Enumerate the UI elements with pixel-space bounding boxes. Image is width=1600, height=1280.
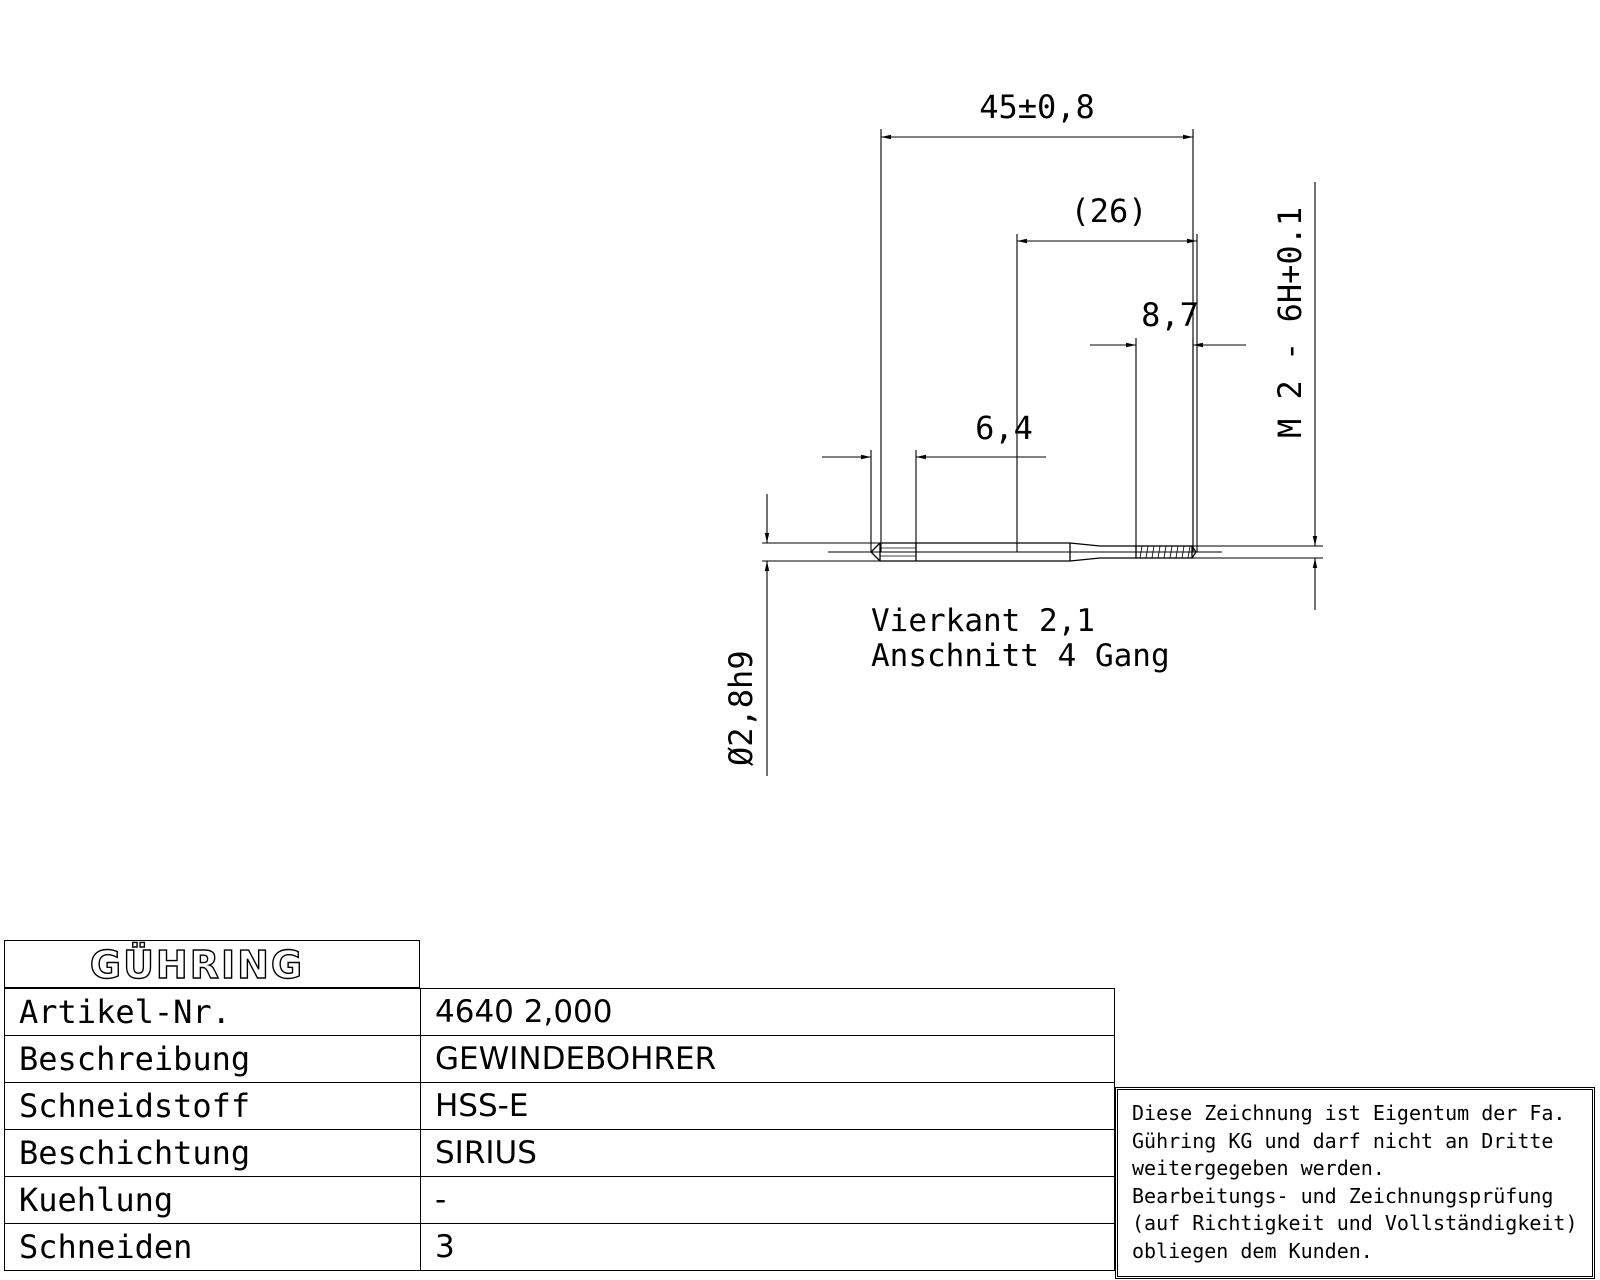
table-row: Schneiden 3 [4,1223,1115,1271]
article-number-value: 4640 2,000 [420,988,1115,1036]
cutting-material-value: HSS-E [420,1082,1115,1130]
guehring-logo: GÜHRING [89,942,304,987]
table-row: Beschichtung SIRIUS [4,1129,1115,1177]
copyright-notice: Diese Zeichnung ist Eigentum der Fa. Güh… [1115,1087,1595,1279]
table-row: Schneidstoff HSS-E [4,1082,1115,1130]
description-label: Beschreibung [4,1035,421,1083]
dim-thread-diameter [1192,182,1323,610]
table-row: Beschreibung GEWINDEBOHRER [4,1035,1115,1083]
guehring-logo-text: GÜHRING [90,943,304,987]
article-spec-table: Artikel-Nr. 4640 2,000 Beschreibung GEWI… [4,988,1115,1271]
coating-value: SIRIUS [420,1129,1115,1177]
dim-thread-length-label: 8,7 [1141,296,1199,334]
table-row: Kuehlung - [4,1176,1115,1224]
flutes-label: Schneiden [4,1223,421,1271]
notice-line: Bearbeitungs- und Zeichnungsprüfung [1132,1183,1554,1208]
cutting-material-label: Schneidstoff [4,1082,421,1130]
flutes-value: 3 [420,1223,1115,1271]
article-number-label: Artikel-Nr. [4,988,421,1036]
notice-line: Gühring KG und darf nicht an Dritte [1132,1128,1554,1153]
dim-reference-length-label: (26) [1070,192,1147,230]
note-square: Vierkant 2,1 [871,603,1095,639]
tap-outline [828,542,1222,562]
dim-reference-length [1016,234,1198,552]
dim-overall-length-label: 45±0,8 [979,88,1095,126]
cooling-value: - [420,1176,1115,1224]
notice-line: (auf Richtigkeit und Vollständigkeit) [1132,1211,1578,1235]
notice-line: weitergegeben werden. [1132,1156,1385,1180]
dim-shank-diameter [762,494,916,776]
logo-cell: GÜHRING [4,940,420,988]
dim-square-length [822,450,1046,552]
notice-line: obliegen dem Kunden. [1132,1238,1373,1263]
table-row: Artikel-Nr. 4640 2,000 [4,988,1115,1036]
note-chamfer: Anschnitt 4 Gang [871,638,1170,674]
dim-square-length-label: 6,4 [975,409,1033,447]
cooling-label: Kuehlung [4,1176,421,1224]
dim-thread-length [1090,338,1246,552]
dim-thread-designation-label: M 2 - 6H+0.1 [1271,207,1309,438]
notice-line: Diese Zeichnung ist Eigentum der Fa. [1132,1101,1566,1125]
dim-shank-diameter-label: Ø2,8h9 [722,650,760,766]
tap-technical-drawing: 45±0,8 (26) 8,7 6,4 M 2 - 6H+0.1 Ø2,8h9 [722,88,1323,776]
description-value: GEWINDEBOHRER [420,1035,1115,1083]
coating-label: Beschichtung [4,1129,421,1177]
